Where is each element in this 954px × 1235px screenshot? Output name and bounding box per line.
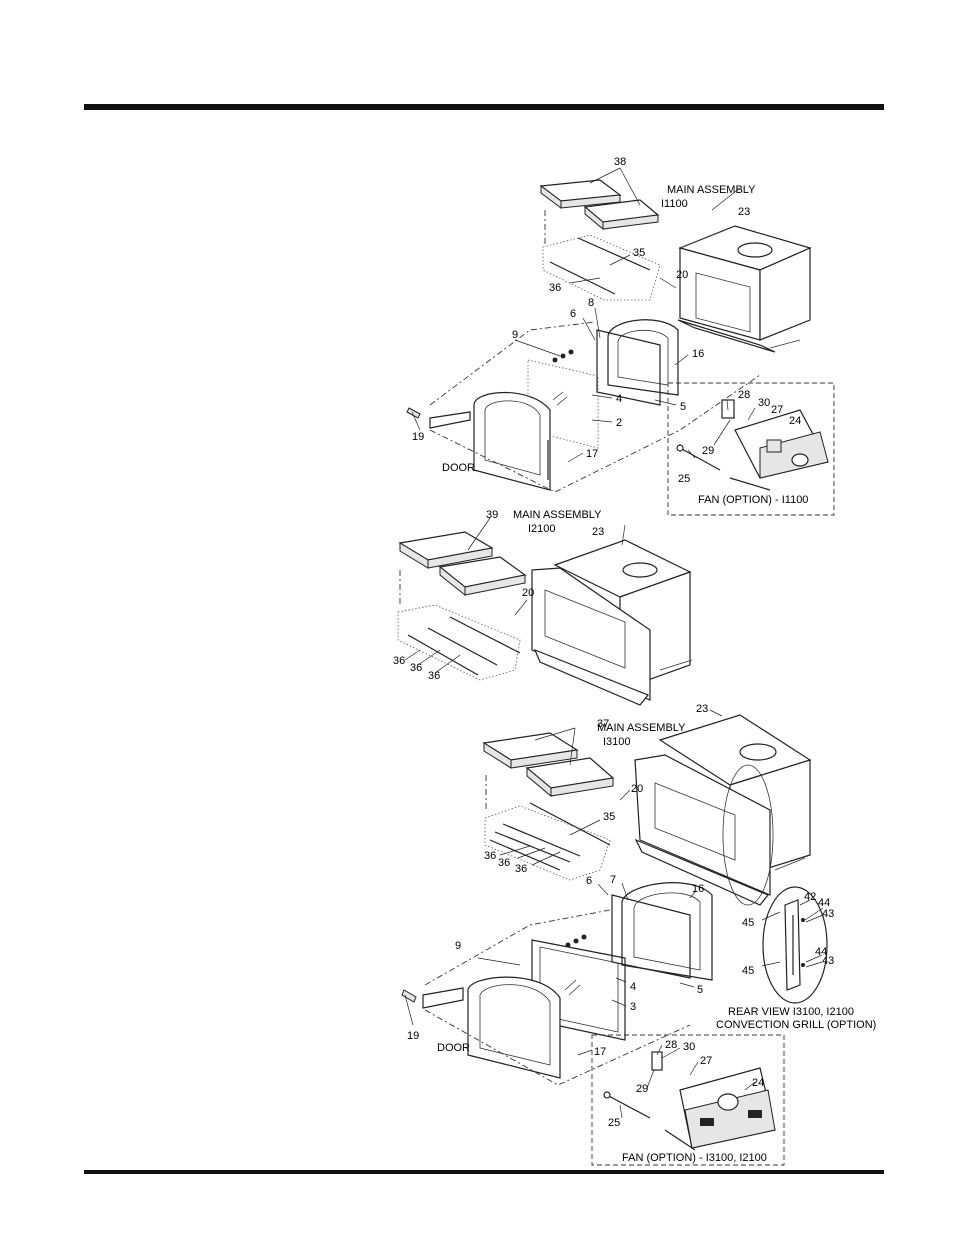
callout-number: 43: [822, 955, 834, 967]
callout-number: 37: [597, 718, 609, 730]
callout-number: 29: [702, 445, 714, 457]
assembly-3-fan-label: FAN (OPTION) - I3100, I2100: [622, 1152, 767, 1164]
fan-part: [676, 399, 829, 491]
callout-number: 45: [742, 965, 754, 977]
callout-number: 43: [822, 908, 834, 920]
callout-number: 25: [608, 1117, 620, 1129]
callout-number: 36: [515, 863, 527, 875]
callout-number: 36: [484, 850, 496, 862]
callout-number: 6: [570, 308, 576, 320]
assembly-2-title: MAIN ASSEMBLY: [513, 509, 602, 521]
callout-number: 16: [692, 883, 704, 895]
assembly-2-model: I2100: [528, 523, 556, 535]
callout-number: 3: [630, 1001, 636, 1013]
assembly-1-model: I1100: [661, 198, 688, 210]
callout-number: 24: [752, 1077, 764, 1089]
assembly-i3100: [401, 709, 828, 1166]
callout-number: 29: [636, 1083, 648, 1095]
callout-number: 5: [697, 984, 703, 996]
callout-number: 19: [412, 431, 424, 443]
assembly-3-model: I3100: [603, 736, 631, 748]
assembly-1-door-label: DOOR: [442, 462, 475, 474]
stove-body: [531, 539, 693, 706]
callout-number: 2: [616, 417, 622, 429]
callout-number: 20: [631, 783, 643, 795]
fan-option-box: [667, 382, 835, 516]
callout-number: 36: [410, 662, 422, 674]
fan-part: [603, 1051, 776, 1151]
callout-number: 44: [815, 946, 827, 958]
callout-number: 23: [738, 206, 750, 218]
callout-number: 4: [616, 393, 622, 405]
callout-number: 24: [789, 415, 801, 427]
door-part: [467, 976, 561, 1079]
assembly-3-door-label: DOOR: [437, 1042, 470, 1054]
callout-number: 25: [678, 473, 690, 485]
callout-number: 44: [818, 897, 830, 909]
callout-number: 36: [393, 655, 405, 667]
callout-number: 8: [588, 297, 594, 309]
callout-number: 35: [603, 811, 615, 823]
assembly-i2100: [397, 517, 693, 706]
callout-number: 30: [683, 1041, 695, 1053]
assembly-3-title: MAIN ASSEMBLY: [597, 722, 686, 734]
callout-number: 6: [586, 875, 592, 887]
callout-number: 36: [498, 857, 510, 869]
rear-view-detail: [762, 886, 828, 1004]
callout-number: 9: [455, 940, 461, 952]
callout-number: 20: [522, 587, 534, 599]
callout-number: 30: [758, 397, 770, 409]
door-part: [473, 392, 551, 491]
callout-number: 39: [486, 509, 498, 521]
callout-number: 27: [700, 1055, 712, 1067]
callout-number: 38: [614, 156, 626, 168]
convection-grill-label: CONVECTION GRILL (OPTION): [716, 1019, 876, 1031]
callout-number: 7: [610, 874, 616, 886]
callout-number: 42: [804, 891, 816, 903]
firebrick-part: [482, 732, 615, 798]
callout-number: 28: [665, 1039, 677, 1051]
bottom-rule: [84, 1170, 884, 1174]
callout-number: 36: [549, 282, 561, 294]
callout-number: 17: [594, 1046, 606, 1058]
callout-number: 19: [407, 1030, 419, 1042]
callout-number: 4: [630, 981, 636, 993]
callout-number: 5: [680, 401, 686, 413]
callout-number: 36: [428, 670, 440, 682]
callout-number: 45: [742, 917, 754, 929]
assembly-i1100: [406, 167, 835, 516]
callout-number: 27: [771, 404, 783, 416]
callout-number: 23: [592, 526, 604, 538]
firebrick-part: [398, 531, 527, 597]
callout-number: 28: [738, 389, 750, 401]
stove-body: [677, 225, 812, 353]
callout-number: 16: [692, 348, 704, 360]
stove-body: [634, 714, 812, 906]
assembly-1-fan-label: FAN (OPTION) - I1100: [698, 494, 808, 506]
callout-number: 23: [696, 703, 708, 715]
callout-number: 20: [676, 269, 688, 281]
callout-number: 9: [512, 329, 518, 341]
callout-number: 17: [586, 448, 598, 460]
assembly-1-title: MAIN ASSEMBLY: [667, 184, 756, 196]
rear-view-label: REAR VIEW I3100, I2100: [728, 1006, 854, 1018]
firebrick-part: [539, 179, 660, 231]
callout-number: 35: [633, 247, 645, 259]
fan-option-box: [591, 1034, 785, 1166]
top-rule: [84, 104, 884, 110]
